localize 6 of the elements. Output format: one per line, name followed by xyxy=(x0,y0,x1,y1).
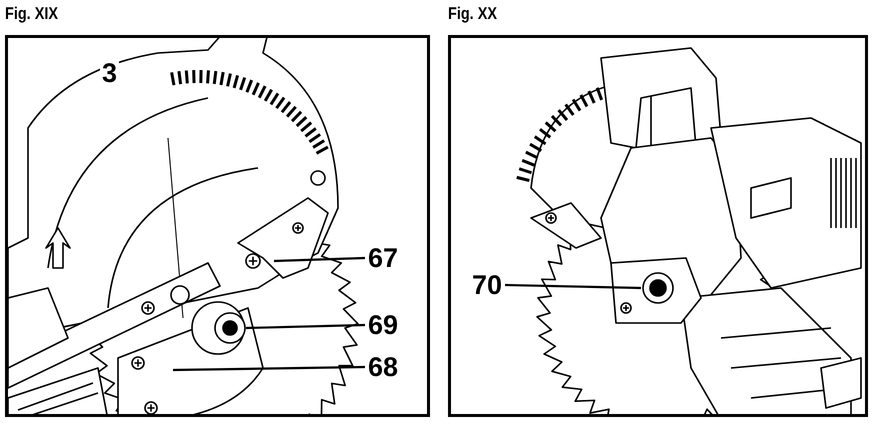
leader-line xyxy=(172,366,366,372)
leader-line xyxy=(505,284,642,290)
leader-line xyxy=(246,324,366,330)
figure-title: Fig. XIX xyxy=(5,4,58,24)
leader-line xyxy=(274,256,366,262)
figure-title: Fig. XX xyxy=(448,4,497,24)
